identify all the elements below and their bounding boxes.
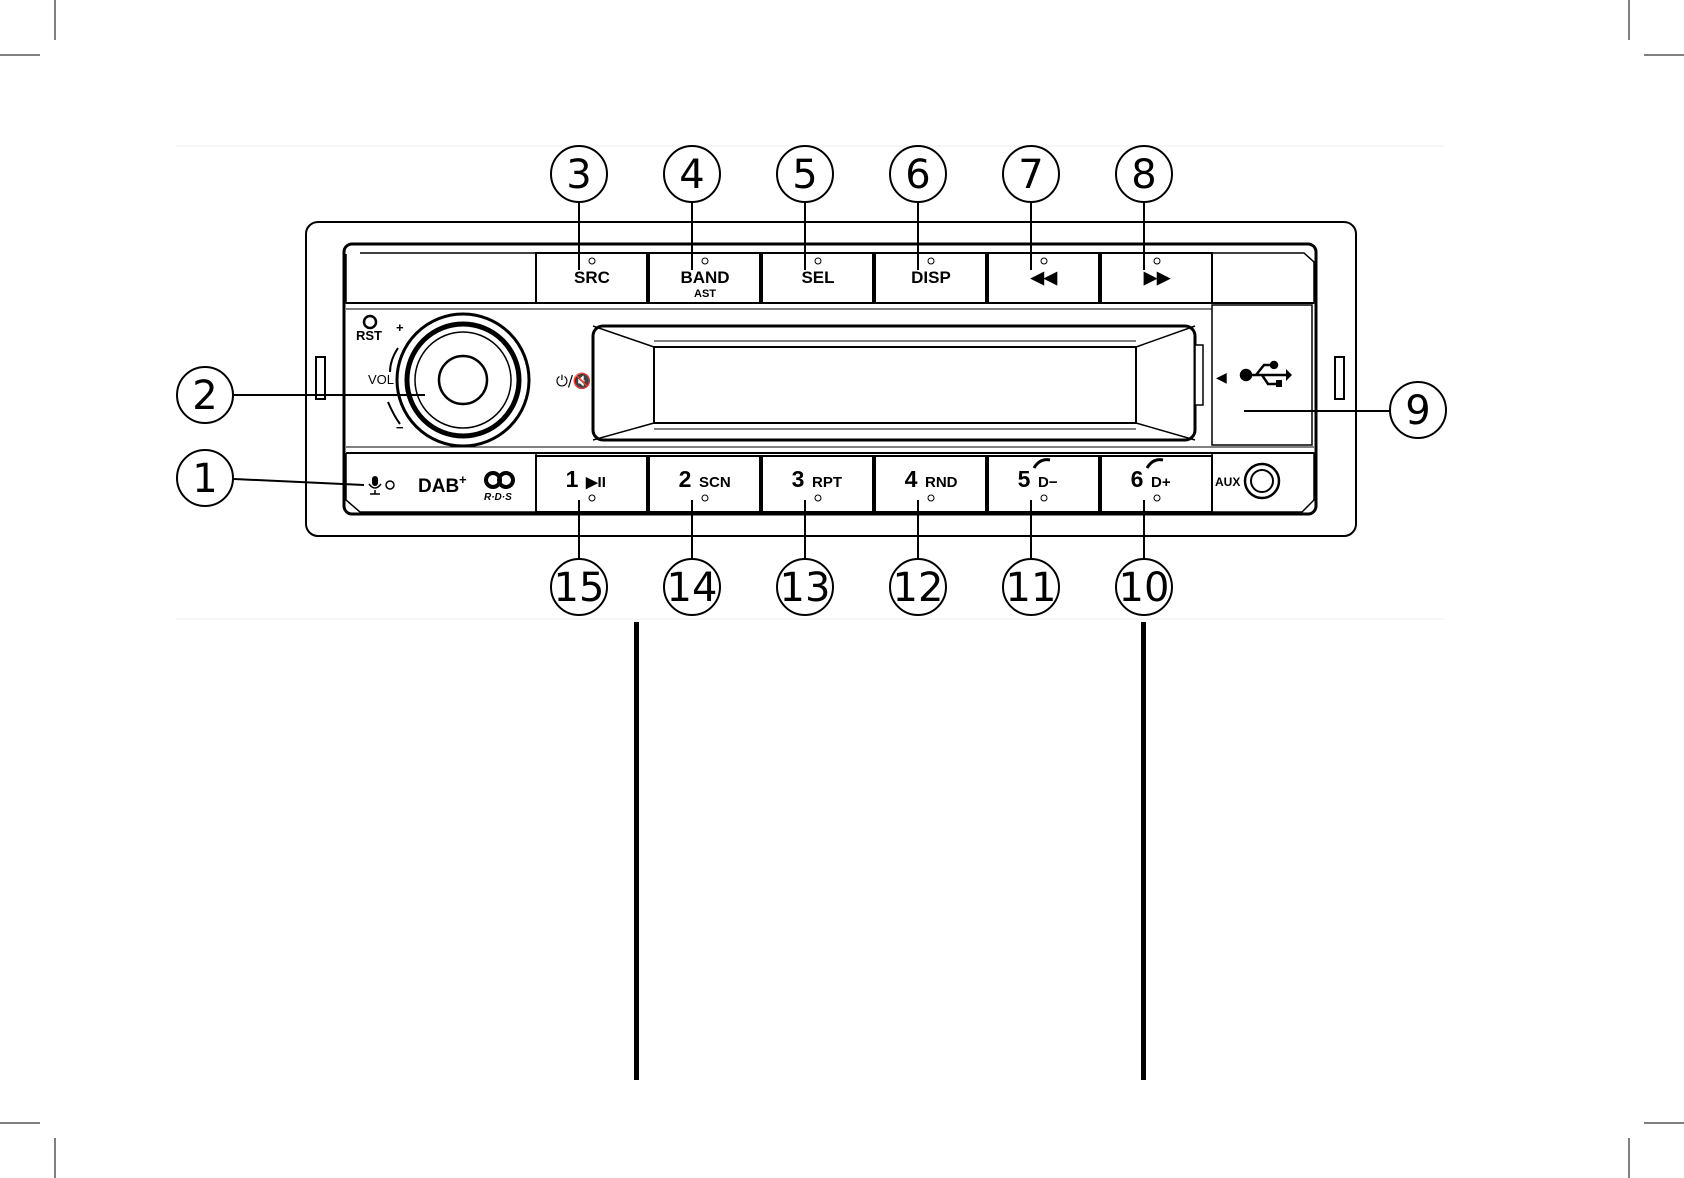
vol-minus-label: − xyxy=(396,420,404,435)
button-preset3[interactable]: 3 RPT xyxy=(762,456,873,512)
callout-11-label: 11 xyxy=(1006,565,1057,611)
callout-7-label: 7 xyxy=(1018,152,1043,198)
callout-13-label: 13 xyxy=(780,565,831,611)
rst-label: RST xyxy=(356,328,382,343)
button-preset4-number: 4 xyxy=(905,466,918,492)
button-preset2-label: SCN xyxy=(699,474,731,491)
button-preset6-number: 6 xyxy=(1131,466,1144,492)
reset-button[interactable] xyxy=(364,316,376,328)
callout-14-label: 14 xyxy=(667,565,718,611)
button-preset5-number: 5 xyxy=(1018,466,1031,492)
callout-9: 9 xyxy=(1390,382,1446,438)
button-sel-label: SEL xyxy=(801,268,834,287)
button-preset6-label: D+ xyxy=(1151,474,1171,491)
button-preset6[interactable]: 6 D+ xyxy=(1101,456,1212,512)
mic-hole xyxy=(386,481,394,489)
dab-plus: + xyxy=(459,472,467,487)
side-clip-left xyxy=(316,357,325,399)
button-band-sublabel: AST xyxy=(694,288,716,300)
button-preset3-number: 3 xyxy=(792,466,805,492)
button-preset4[interactable]: 4 RND xyxy=(875,456,986,512)
button-preset5[interactable]: 5 D− xyxy=(988,456,1099,512)
callout-10-label: 10 xyxy=(1119,565,1170,611)
callout-3-label: 3 xyxy=(566,152,591,198)
power-mute-icon: ⏻/🔇 xyxy=(556,372,592,390)
lcd-display xyxy=(593,326,1203,440)
dab-label: DAB xyxy=(418,476,459,497)
callout-4-label: 4 xyxy=(679,152,704,198)
button-preset1-label: ▶II xyxy=(585,474,606,491)
button-src[interactable]: SRC xyxy=(536,253,647,303)
button-preset4-label: RND xyxy=(925,474,958,491)
callout-2: 2 xyxy=(177,367,233,423)
usb-arrow-icon: ◀ xyxy=(1216,370,1227,386)
button-sel[interactable]: SEL xyxy=(762,253,873,303)
button-preset2[interactable]: 2 SCN xyxy=(649,456,760,512)
button-disp-label: DISP xyxy=(911,268,951,287)
side-clip-right xyxy=(1335,357,1344,399)
button-next[interactable]: ▶▶ xyxy=(1101,253,1212,303)
button-preset5-label: D− xyxy=(1038,474,1058,491)
callout-1-label: 1 xyxy=(192,456,217,502)
callout-12-label: 12 xyxy=(893,565,944,611)
callout-15-label: 15 xyxy=(554,565,605,611)
column-bar-left xyxy=(634,622,639,1080)
callout-5-label: 5 xyxy=(792,152,817,198)
callout-8-label: 8 xyxy=(1131,152,1156,198)
button-prev[interactable]: ◀◀ xyxy=(988,253,1099,303)
callout-9-label: 9 xyxy=(1405,388,1430,434)
column-bar-right xyxy=(1141,622,1146,1080)
button-preset1-number: 1 xyxy=(566,466,579,492)
vol-plus-label: + xyxy=(396,320,404,335)
button-band-label: BAND xyxy=(680,268,729,287)
rds-label: R·D·S xyxy=(484,492,512,503)
button-preset2-number: 2 xyxy=(679,466,692,492)
button-src-label: SRC xyxy=(574,268,610,287)
callout-6-label: 6 xyxy=(905,152,930,198)
button-next-label: ▶▶ xyxy=(1143,268,1171,287)
aux-jack[interactable] xyxy=(1245,464,1279,498)
bottom-button-row: 1 ▶II 2 SCN 3 RPT 4 RND 5 D− 6 D+ xyxy=(536,456,1212,512)
vol-label: VOL xyxy=(368,372,394,387)
aux-label: AUX xyxy=(1215,475,1240,489)
button-preset3-label: RPT xyxy=(812,474,842,491)
callout-2-label: 2 xyxy=(192,373,217,419)
button-preset1[interactable]: 1 ▶II xyxy=(536,456,647,512)
button-disp[interactable]: DISP xyxy=(875,253,986,303)
callout-1: 1 xyxy=(177,450,233,506)
button-prev-label: ◀◀ xyxy=(1030,268,1058,287)
volume-knob[interactable] xyxy=(397,314,529,446)
